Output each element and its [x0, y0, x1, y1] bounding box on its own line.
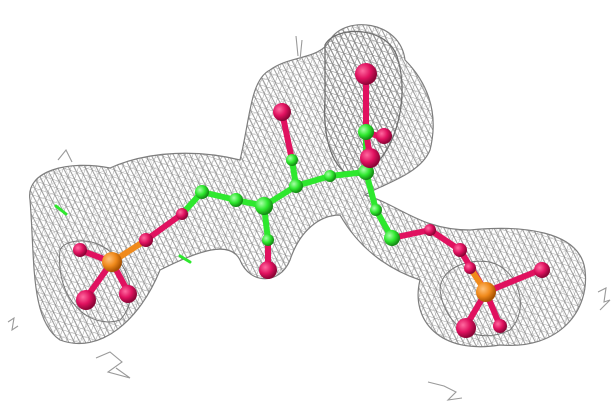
fragment-right: [597, 287, 611, 311]
phosphorus-atom-left: [102, 252, 122, 272]
carbon-atom: [384, 230, 400, 246]
fragment-left: [7, 316, 19, 332]
atoms: [73, 63, 550, 338]
fragment-bottom-right: [427, 381, 463, 401]
oxygen-atom: [139, 233, 153, 247]
oxygen-atom: [259, 261, 277, 279]
carbon-atom: [289, 179, 303, 193]
carbon-atom: [255, 197, 273, 215]
density-mesh: [29, 24, 587, 348]
oxygen-atom: [376, 128, 392, 144]
fragment-bottom-left: [95, 351, 131, 379]
phosphorus-atom-right: [476, 282, 496, 302]
density-fragments: [7, 35, 611, 401]
oxygen-atom: [76, 290, 96, 310]
oxygen-atom: [73, 243, 87, 257]
oxygen-atom: [534, 262, 550, 278]
carbon-atom: [324, 170, 336, 182]
oxygen-atom: [424, 224, 436, 236]
oxygen-atom: [493, 319, 507, 333]
carbon-atom: [286, 154, 298, 166]
fragment-top: [295, 35, 303, 61]
oxygen-atom: [360, 148, 380, 168]
carbon-atom: [262, 234, 274, 246]
carbon-atom: [195, 185, 209, 199]
mesh-envelope-layer: [29, 24, 586, 347]
oxygen-atom: [453, 243, 467, 257]
fragment-upper-left: [57, 148, 73, 163]
carbon-atom: [358, 124, 374, 140]
carbon-atom: [229, 193, 243, 207]
oxygen-atom: [176, 208, 188, 220]
oxygen-atom: [119, 285, 137, 303]
oxygen-atom: [273, 103, 291, 121]
oxygen-atom: [456, 318, 476, 338]
carbon-atom: [370, 204, 382, 216]
oxygen-atom: [464, 262, 476, 274]
oxygen-atom: [355, 63, 377, 85]
